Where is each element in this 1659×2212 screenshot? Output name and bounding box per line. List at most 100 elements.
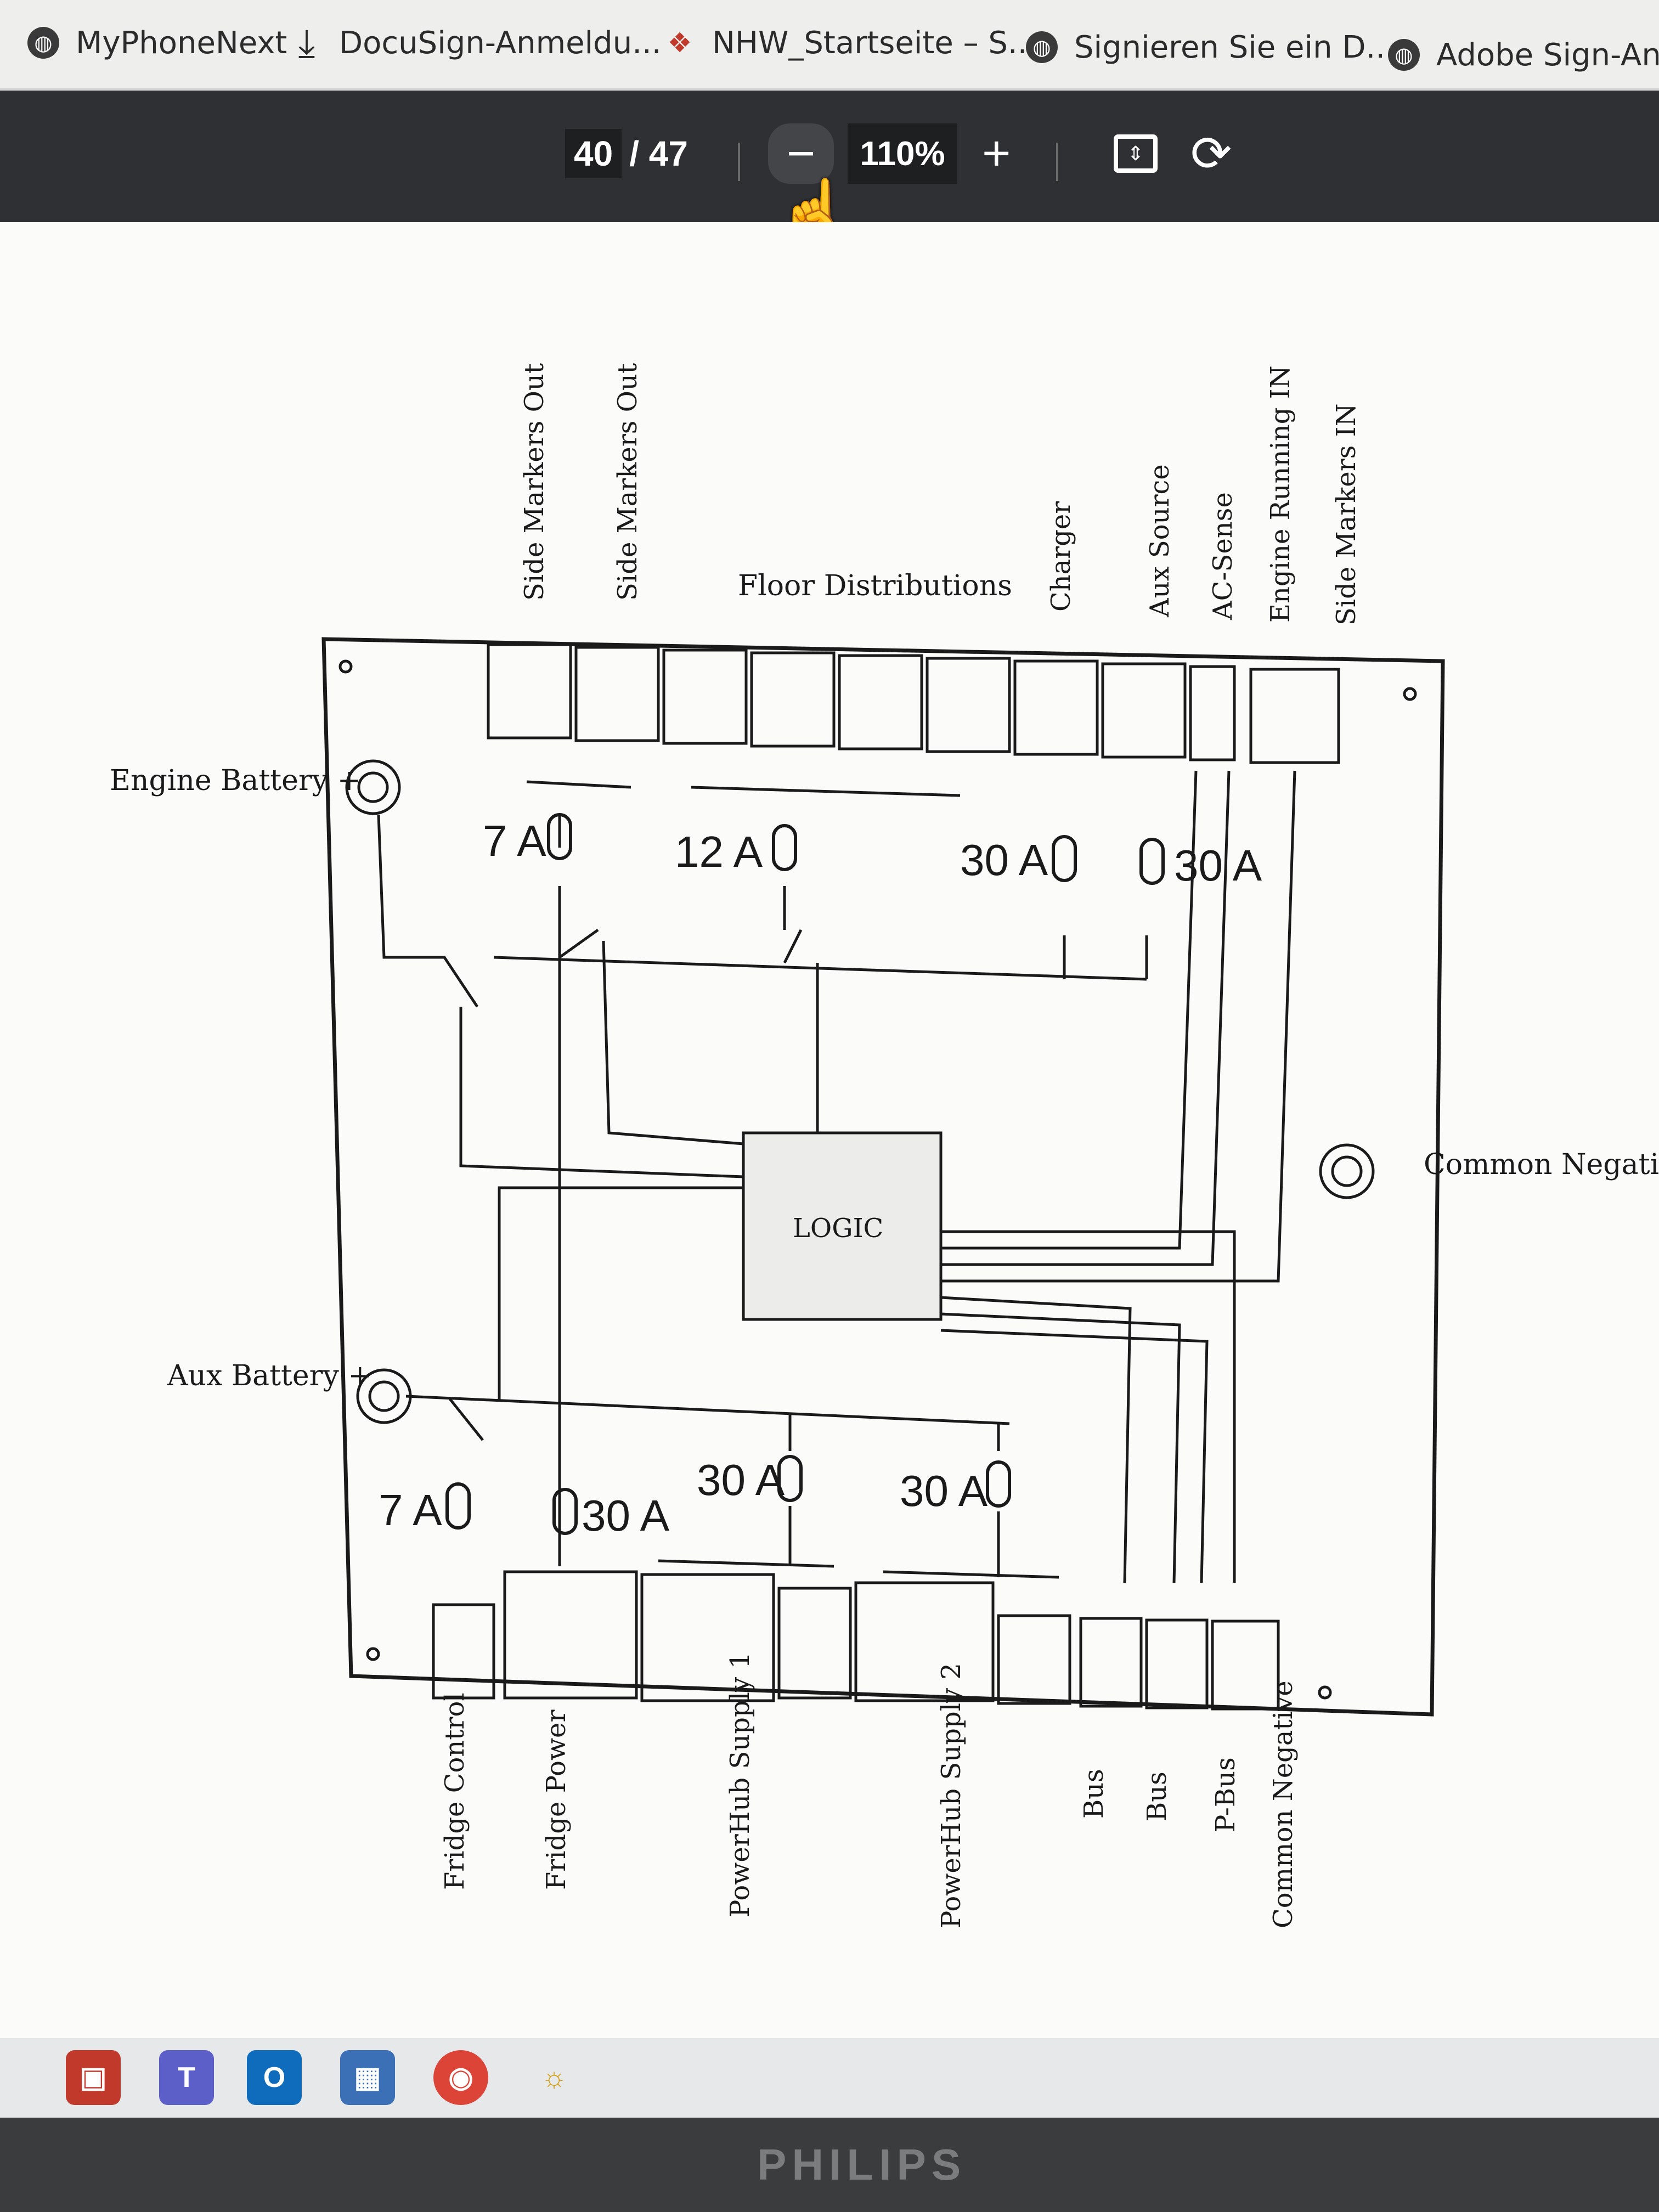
label-floor-distributions: Floor Distributions bbox=[738, 569, 1012, 602]
zoom-in-button[interactable]: + bbox=[982, 123, 1011, 184]
monitor-screen: ◍ MyPhoneNext ⤓ DocuSign-Anmeldu... ❖ NH… bbox=[0, 0, 1659, 2118]
label-engine-running-in: Engine Running IN bbox=[1265, 365, 1296, 623]
common-negative-label: Common Negative bbox=[1424, 1148, 1659, 1181]
top-connector bbox=[1101, 662, 1187, 759]
plus-icon: + bbox=[982, 126, 1011, 181]
top-connector bbox=[1013, 659, 1099, 756]
rotate-icon: ⟳ bbox=[1190, 126, 1232, 182]
bookmark-docusign[interactable]: ⤓ DocuSign-Anmeldu... bbox=[291, 15, 662, 70]
bookmark-adobe-sign[interactable]: ◍ Adobe Sign-Ann bbox=[1388, 27, 1659, 82]
logic-label: LOGIC bbox=[793, 1213, 883, 1244]
label-fridge-control: Fridge Control bbox=[439, 1692, 470, 1890]
label-bus: Bus bbox=[1142, 1771, 1172, 1821]
fuse-label: 30 A bbox=[582, 1491, 670, 1540]
bookmark-label: Signieren Sie ein D... bbox=[1074, 29, 1395, 65]
bottom-connector bbox=[503, 1570, 638, 1700]
bottom-connector bbox=[777, 1587, 852, 1700]
bookmarks-bar: ◍ MyPhoneNext ⤓ DocuSign-Anmeldu... ❖ NH… bbox=[0, 0, 1659, 90]
aux-battery-label: Aux Battery + bbox=[167, 1359, 372, 1392]
fuse-symbol bbox=[552, 1488, 578, 1535]
page-total: / 47 bbox=[629, 134, 688, 173]
bottom-connector bbox=[640, 1573, 775, 1702]
outlook-icon[interactable]: O bbox=[247, 2050, 302, 2105]
pdf-toolbar: 40 / 47 − 110% + ⇕ ⟳ bbox=[0, 91, 1659, 222]
zoom-out-button[interactable]: − bbox=[768, 123, 834, 184]
label-fridge-power: Fridge Power bbox=[541, 1710, 572, 1890]
label-common-negative: Common Negative bbox=[1268, 1680, 1299, 1928]
toolbar-divider bbox=[1056, 143, 1058, 181]
bottom-connector bbox=[1211, 1620, 1280, 1711]
teams-icon[interactable]: T bbox=[159, 2050, 214, 2105]
bottom-connector bbox=[854, 1581, 995, 1702]
fuse-symbol bbox=[777, 1455, 803, 1502]
label-aux-source: Aux Source bbox=[1144, 464, 1175, 618]
label-side-markers-out: Side Markers Out bbox=[612, 363, 643, 601]
board-outline bbox=[321, 637, 1445, 1717]
globe-icon: ◍ bbox=[1388, 39, 1420, 71]
fuse-label: 7 A bbox=[483, 816, 546, 865]
fuse-symbol bbox=[986, 1460, 1011, 1508]
download-icon: ⤓ bbox=[298, 20, 315, 65]
fuse-label: 30 A bbox=[697, 1455, 785, 1504]
engine-battery-label: Engine Battery + bbox=[110, 764, 361, 797]
label-side-markers-in: Side Markers IN bbox=[1331, 403, 1362, 625]
page-indicator: 40 / 47 bbox=[565, 123, 688, 184]
logic-block bbox=[742, 1131, 943, 1321]
bookmark-label: MyPhoneNext bbox=[76, 25, 287, 61]
fuse-label: 30 A bbox=[1174, 841, 1262, 890]
bookmark-signieren[interactable]: ◍ Signieren Sie ein D... bbox=[1026, 20, 1395, 75]
bookmark-label: Adobe Sign-Ann bbox=[1436, 37, 1659, 73]
fuse-symbol bbox=[445, 1482, 471, 1530]
fuse-label: 12 A bbox=[675, 827, 763, 876]
label-ac-sense: AC-Sense bbox=[1207, 492, 1238, 620]
minus-icon: − bbox=[786, 126, 816, 181]
top-connector bbox=[574, 646, 660, 742]
common-negative-terminal bbox=[1319, 1143, 1375, 1199]
screen-share-icon[interactable]: ▣ bbox=[66, 2050, 121, 2105]
top-connector bbox=[1249, 668, 1340, 764]
fuse-symbol bbox=[547, 813, 572, 860]
sun-icon[interactable]: ☼ bbox=[541, 2062, 567, 2094]
globe-icon: ◍ bbox=[27, 27, 59, 59]
fuse-label: 30 A bbox=[960, 836, 1048, 884]
bottom-connector bbox=[1145, 1618, 1209, 1709]
fuse-label: 7 A bbox=[379, 1486, 442, 1534]
nhw-logo-icon: ❖ bbox=[667, 27, 692, 59]
top-connector bbox=[1189, 665, 1236, 761]
label-bus: Bus bbox=[1079, 1769, 1109, 1819]
rotate-button[interactable]: ⟳ bbox=[1190, 123, 1232, 184]
pdf-page: 7 A 12 A 30 A 30 A 7 A 30 A 30 A 30 A LO… bbox=[0, 222, 1659, 2038]
label-powerhub-supply-1: PowerHub Supply 1 bbox=[725, 1652, 755, 1917]
fuse-symbol bbox=[1139, 838, 1165, 885]
zoom-level[interactable]: 110% bbox=[848, 123, 957, 184]
taskbar: ▣ T O ▦ ◉ ☼ bbox=[0, 2038, 1659, 2118]
bottom-connector bbox=[1079, 1617, 1143, 1708]
top-connector bbox=[750, 651, 836, 748]
wiring-diagram: 7 A 12 A 30 A 30 A 7 A 30 A 30 A 30 A LO… bbox=[110, 363, 1659, 1928]
monitor-brand-logo: PHILIPS bbox=[757, 2140, 967, 2189]
toolbar-divider bbox=[738, 143, 740, 181]
bottom-connector bbox=[432, 1603, 495, 1700]
label-powerhub-supply-2: PowerHub Supply 2 bbox=[936, 1663, 967, 1928]
bookmark-label: DocuSign-Anmeldu... bbox=[339, 25, 662, 61]
fit-page-icon: ⇕ bbox=[1114, 134, 1158, 173]
fit-page-button[interactable]: ⇕ bbox=[1108, 123, 1163, 184]
top-connector bbox=[926, 657, 1011, 753]
apps-grid-icon[interactable]: ▦ bbox=[340, 2050, 395, 2105]
bookmark-myphonenext[interactable]: ◍ MyPhoneNext bbox=[27, 15, 287, 70]
bookmark-nhw-startseite[interactable]: ❖ NHW_Startseite – S... bbox=[664, 15, 1037, 70]
label-side-markers-out: Side Markers Out bbox=[519, 363, 550, 601]
top-connector bbox=[487, 643, 572, 740]
current-page-input[interactable]: 40 bbox=[565, 129, 622, 178]
monitor-bezel: PHILIPS bbox=[0, 2118, 1659, 2212]
top-connector bbox=[662, 648, 748, 745]
label-charger: Charger bbox=[1046, 501, 1076, 612]
engine-battery-terminal bbox=[345, 759, 401, 815]
fuse-label: 30 A bbox=[900, 1466, 988, 1515]
top-connector bbox=[838, 654, 923, 751]
bottom-connector bbox=[997, 1614, 1071, 1705]
bookmark-label: NHW_Startseite – S... bbox=[712, 25, 1037, 61]
chrome-icon[interactable]: ◉ bbox=[433, 2050, 488, 2105]
fuse-symbol bbox=[1052, 835, 1077, 882]
fuse-symbol bbox=[772, 824, 797, 871]
